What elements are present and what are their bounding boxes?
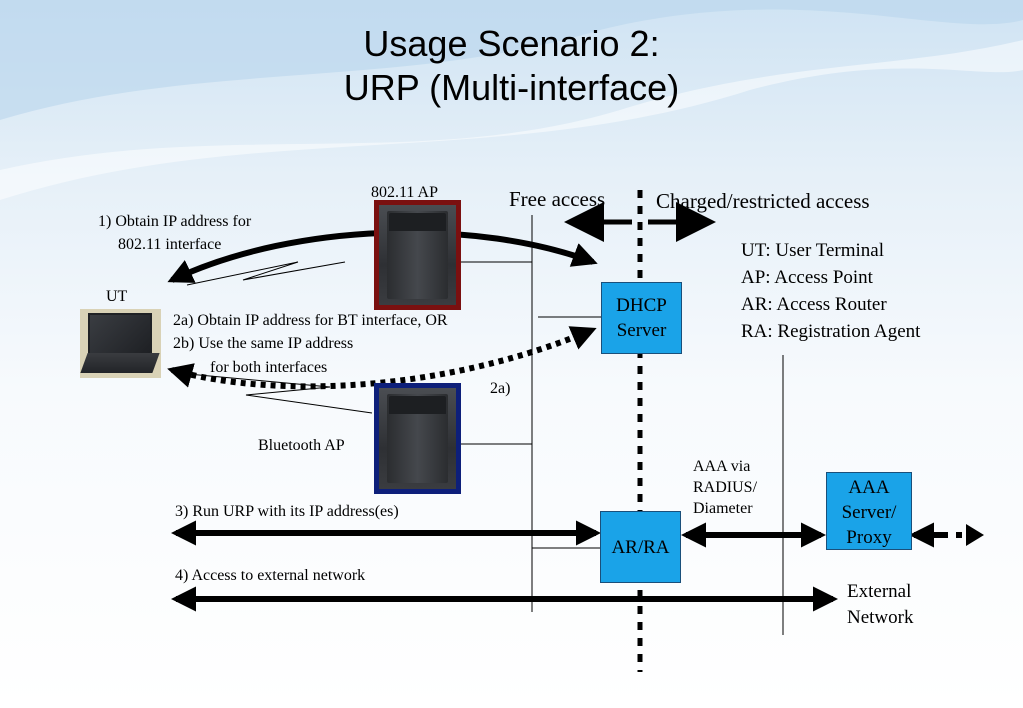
- legend: UT: User Terminal AP: Access Point AR: A…: [741, 237, 920, 345]
- aaa-via-line: Diameter: [693, 500, 753, 517]
- step3-label: 3) Run URP with its IP address(es): [175, 503, 399, 520]
- dhcp-box-line2: Server: [616, 320, 667, 341]
- arra-box-label: AR/RA: [611, 537, 670, 558]
- step2b-label-line1: 2b) Use the same IP address: [173, 335, 354, 352]
- wifi-ap-label: 802.11 AP: [371, 184, 438, 201]
- free-access-label: Free access: [509, 187, 606, 211]
- charged-access-label: Charged/restricted access: [656, 189, 870, 213]
- bt-ap-label: Bluetooth AP: [258, 437, 345, 454]
- step2b-label-line2: for both interfaces: [210, 359, 328, 376]
- aaa-via-label: AAA via RADIUS/ Diameter: [693, 456, 757, 519]
- slide-title-line2: URP (Multi-interface): [343, 67, 680, 108]
- external-line: Network: [847, 607, 914, 628]
- bt-signal-zigzag: [187, 373, 373, 414]
- wifi-ap-device: [374, 200, 461, 310]
- bt-ap-device: [374, 383, 461, 494]
- legend-item: AP: Access Point: [741, 267, 873, 288]
- legend-item: UT: User Terminal: [741, 240, 885, 261]
- aaa-outgoing-head: [966, 524, 984, 546]
- external-network-label: External Network: [847, 579, 913, 631]
- external-line: External: [847, 581, 912, 602]
- legend-item: AR: Access Router: [741, 294, 887, 315]
- aaa-box-line3: Proxy: [846, 527, 892, 548]
- laptop-icon: [80, 309, 161, 378]
- aaa-box-line2: Server/: [841, 502, 897, 523]
- slide-title-line1: Usage Scenario 2:: [363, 23, 660, 64]
- aaa-server-box: AAA Server/ Proxy: [826, 472, 912, 550]
- step1-label-line2: 802.11 interface: [118, 236, 222, 253]
- aaa-box-line1: AAA: [848, 477, 890, 498]
- step4-label: 4) Access to external network: [175, 567, 366, 584]
- ut-label: UT: [106, 288, 128, 305]
- legend-item: RA: Registration Agent: [741, 321, 921, 342]
- step2a-label: 2a) Obtain IP address for BT interface, …: [173, 312, 448, 329]
- step2a-short-label: 2a): [490, 380, 511, 397]
- aaa-via-line: RADIUS/: [693, 479, 758, 496]
- arra-box: AR/RA: [600, 511, 681, 583]
- dhcp-box-line1: DHCP: [616, 295, 667, 316]
- wifi-signal-zigzag: [186, 261, 346, 286]
- dhcp-server-box: DHCP Server: [601, 282, 682, 354]
- step1-label-line1: 1) Obtain IP address for: [98, 213, 252, 230]
- aaa-via-line: AAA via: [693, 458, 751, 475]
